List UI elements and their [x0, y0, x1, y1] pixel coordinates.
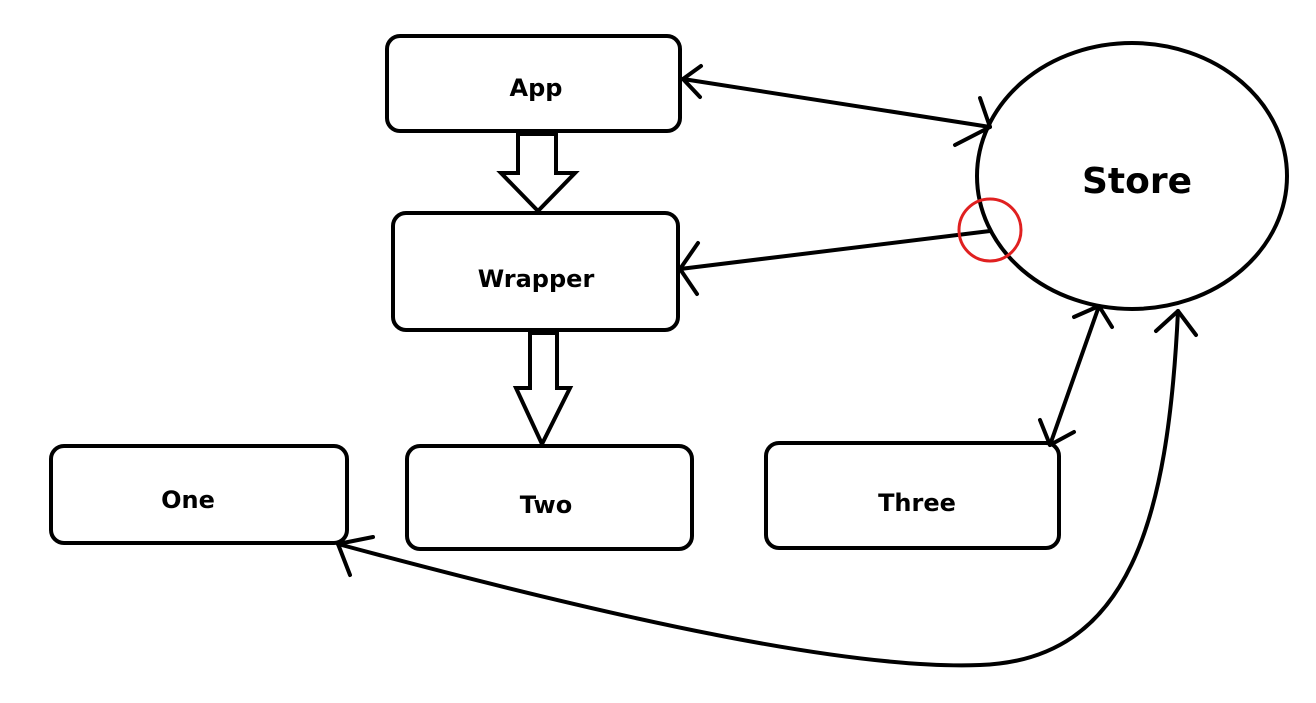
arrowhead-at-app — [681, 64, 703, 99]
arrowhead-at-one — [336, 535, 375, 577]
block-arrow-wrapper-to-two — [512, 331, 574, 449]
node-one-label: One — [161, 486, 215, 514]
arrowhead-at-store-bottom — [1154, 309, 1198, 337]
arrowhead-at-three — [1038, 418, 1076, 447]
node-wrapper[interactable]: Wrapper — [391, 211, 680, 332]
node-store-label: Store — [1082, 161, 1192, 202]
node-wrapper-label: Wrapper — [478, 265, 595, 293]
node-two[interactable]: Two — [405, 444, 694, 551]
connector-store-wrapper — [678, 229, 992, 296]
arrowhead-at-wrapper — [678, 241, 700, 296]
node-app-label: App — [510, 74, 563, 102]
highlight-circle — [957, 197, 1023, 263]
connector-store-three — [1038, 304, 1114, 447]
node-three[interactable]: Three — [764, 441, 1061, 550]
node-three-label: Three — [878, 489, 956, 517]
node-two-label: Two — [520, 491, 572, 519]
node-app[interactable]: App — [385, 34, 682, 133]
connector-app-store — [681, 64, 992, 147]
node-store[interactable]: Store — [975, 41, 1289, 311]
arrowhead-at-store-top — [1072, 304, 1114, 329]
arrowhead-at-store — [953, 96, 992, 147]
connector-store-one — [336, 309, 1198, 668]
node-one[interactable]: One — [49, 444, 349, 545]
block-arrow-app-to-wrapper — [496, 132, 580, 214]
